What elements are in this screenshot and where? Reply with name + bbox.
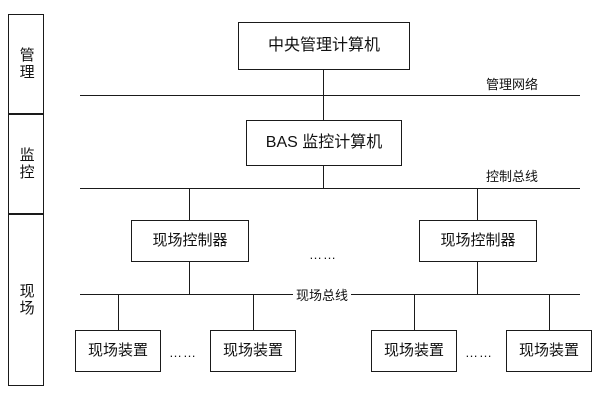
bus-label-management-network: 管理网络: [483, 74, 542, 93]
node-field-device-3: 现场装置: [371, 330, 457, 372]
connector-controller-right-to-field-bus: [477, 262, 478, 294]
node-field-device-1: 现场装置: [75, 330, 161, 372]
connector-management-network-to-bas: [323, 95, 324, 120]
connector-field-bus-to-device-3: [414, 294, 415, 330]
bus-label-control: 控制总线: [483, 166, 542, 185]
ellipsis-devices-left: ……: [166, 345, 200, 360]
node-field-controller-left: 现场控制器: [131, 220, 249, 262]
connector-field-bus-to-device-1: [118, 294, 119, 330]
node-field-controller-left-label: 现场控制器: [152, 232, 228, 250]
stage-box-field: 现场: [8, 214, 44, 386]
connector-central-to-management-network: [323, 70, 324, 95]
stage-box-management: 管理: [8, 14, 44, 114]
node-field-controller-right-label: 现场控制器: [440, 232, 516, 250]
node-field-device-2-label: 现场装置: [222, 342, 283, 360]
node-field-device-4-label: 现场装置: [518, 342, 579, 360]
stage-label-management: 管理: [17, 47, 35, 81]
stage-box-monitoring: 监控: [8, 114, 44, 214]
node-field-device-2: 现场装置: [210, 330, 296, 372]
bus-control: [80, 188, 580, 189]
connector-field-bus-to-device-2: [253, 294, 254, 330]
node-field-device-3-label: 现场装置: [383, 342, 444, 360]
node-bas-monitoring-computer: BAS 监控计算机: [246, 120, 402, 166]
node-central-management-computer-label: 中央管理计算机: [267, 36, 380, 54]
stage-label-monitoring: 监控: [17, 147, 35, 181]
connector-controller-left-to-field-bus: [189, 262, 190, 294]
bus-management-network: [80, 95, 580, 96]
connector-control-bus-to-controller-right: [477, 188, 478, 220]
ellipsis-controllers: ……: [306, 247, 340, 262]
connector-bas-to-control-bus: [323, 166, 324, 188]
node-field-device-1-label: 现场装置: [87, 342, 148, 360]
node-central-management-computer: 中央管理计算机: [238, 22, 410, 70]
connector-control-bus-to-controller-left: [189, 188, 190, 220]
node-bas-monitoring-computer-label: BAS 监控计算机: [265, 133, 383, 151]
connector-field-bus-to-device-4: [549, 294, 550, 330]
node-field-device-4: 现场装置: [506, 330, 592, 372]
node-field-controller-right: 现场控制器: [419, 220, 537, 262]
ellipsis-devices-right: ……: [462, 345, 496, 360]
stage-label-field: 现场: [17, 283, 35, 317]
bus-label-field: 现场总线: [293, 285, 352, 304]
